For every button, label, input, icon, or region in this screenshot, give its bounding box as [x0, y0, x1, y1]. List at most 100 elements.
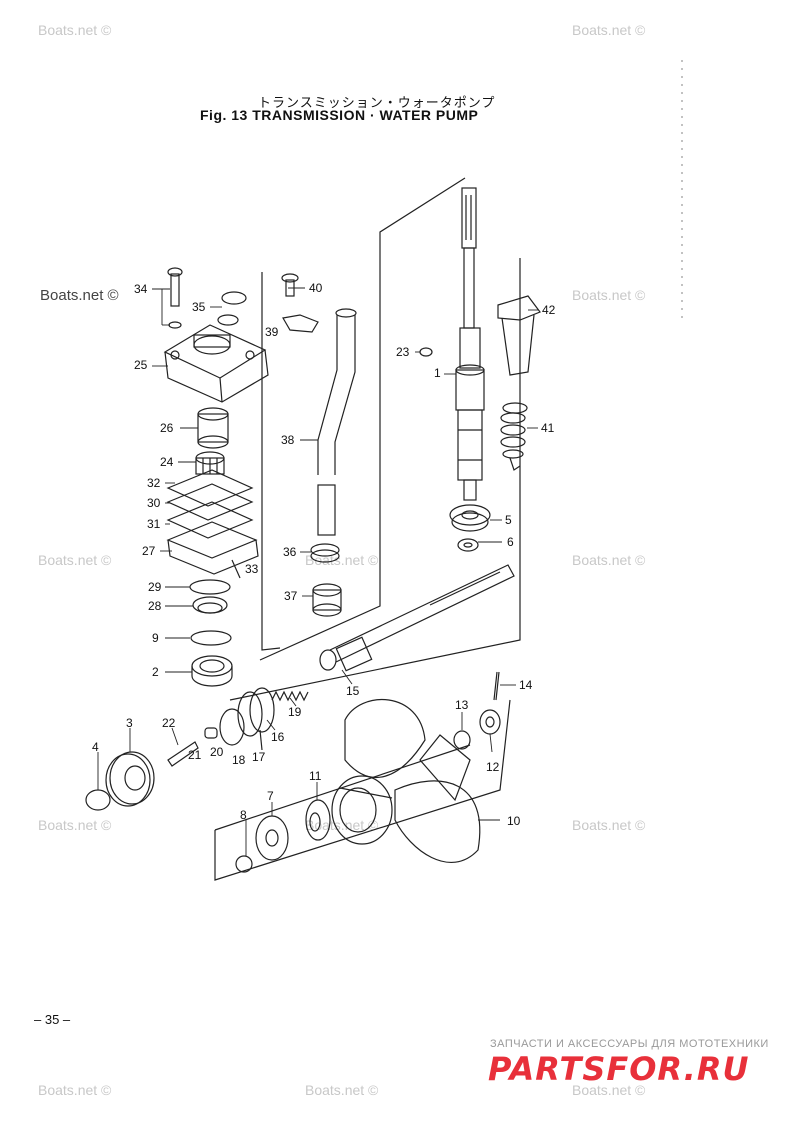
- watermark: Boats.net ©: [305, 1082, 379, 1098]
- callout-29: 29: [148, 580, 162, 594]
- callout-42: 42: [542, 303, 556, 317]
- grommet-lower-part: [312, 583, 342, 617]
- pump-housing-part: [163, 324, 269, 403]
- clutch-part: [237, 687, 275, 737]
- gasket-part: [166, 469, 254, 507]
- callout-33: 33: [245, 562, 259, 576]
- group-frame-propeller: [214, 699, 511, 881]
- callout-32: 32: [147, 476, 161, 490]
- watermark: Boats.net ©: [38, 1082, 112, 1098]
- slider-part: [204, 727, 218, 739]
- spring-small-part: [271, 690, 309, 702]
- callout-26: 26: [160, 421, 174, 435]
- callout-15: 15: [346, 684, 360, 698]
- callout-14: 14: [519, 678, 533, 692]
- callout-5: 5: [505, 513, 512, 527]
- key-part: [419, 347, 433, 357]
- callout-8: 8: [240, 808, 247, 822]
- watermark: Boats.net ©: [572, 22, 646, 38]
- propeller-nut-part: [479, 709, 501, 735]
- callout-6: 6: [507, 535, 514, 549]
- watermark: Boats.net ©: [40, 287, 119, 304]
- callout-38: 38: [281, 433, 295, 447]
- sleeve-part: [497, 295, 541, 376]
- figure-title-japanese: トランスミッション・ウォータポンプ: [258, 96, 496, 111]
- shim-small-part: [235, 855, 253, 873]
- callout-16: 16: [271, 730, 285, 744]
- callout-12: 12: [486, 760, 500, 774]
- group-frame-drive-shaft: [259, 177, 466, 661]
- outer-plate-part: [166, 483, 254, 521]
- callout-3: 3: [126, 716, 133, 730]
- oil-seal-part: [192, 596, 228, 614]
- callout-24: 24: [160, 455, 174, 469]
- callout-37: 37: [284, 589, 298, 603]
- callout-21: 21: [188, 748, 202, 762]
- watermark: Boats.net ©: [572, 287, 646, 303]
- seal-housing-part: [191, 655, 233, 687]
- callout-17: 17: [252, 750, 266, 764]
- callout-19: 19: [288, 705, 302, 719]
- callout-7: 7: [267, 789, 274, 803]
- propeller-shaft-part: [319, 564, 515, 672]
- shift-pin-part: [167, 741, 199, 767]
- callout-18: 18: [232, 753, 246, 767]
- figure-title: Fig. 13 TRANSMISSION · WATER PUMP: [200, 107, 479, 123]
- callout-11: 11: [309, 769, 322, 783]
- callout-13: 13: [455, 698, 469, 712]
- callout-27: 27: [142, 544, 156, 558]
- callout-35: 35: [192, 300, 206, 314]
- nut-part: [457, 538, 479, 552]
- callout-25: 25: [134, 358, 148, 372]
- callout-28: 28: [148, 599, 162, 613]
- group-frame-pipe: [261, 272, 281, 651]
- cross-pin-part: [259, 729, 263, 751]
- thrust-spacer-part: [305, 799, 331, 841]
- grommet-part: [310, 543, 340, 563]
- clutch-ring-part: [219, 708, 245, 746]
- bolt-part: [281, 273, 299, 297]
- watermark: Boats.net ©: [38, 22, 112, 38]
- callout-22: 22: [162, 716, 176, 730]
- gasket-lower-part: [166, 501, 254, 539]
- grommet-top-part: [217, 291, 247, 326]
- forward-gear-part: [105, 751, 155, 807]
- callout-39: 39: [265, 325, 279, 339]
- spring-part: [500, 402, 528, 471]
- watermark: Boats.net ©: [38, 817, 112, 833]
- footer-logo: PARTSFOR.RU: [488, 1050, 750, 1088]
- bolt-long-part: [167, 267, 183, 329]
- callout-23: 23: [396, 345, 410, 359]
- page-number: – 35 –: [34, 1012, 71, 1027]
- callout-4: 4: [92, 740, 99, 754]
- callout-1: 1: [434, 366, 441, 380]
- impeller-part: [195, 451, 225, 475]
- shim-part: [85, 789, 111, 811]
- cotter-pin-part: [493, 671, 500, 701]
- callout-36: 36: [283, 545, 297, 559]
- watermark: Boats.net ©: [572, 817, 646, 833]
- pinion-gear-part: [449, 504, 491, 532]
- watermark: Boats.net ©: [572, 1082, 646, 1098]
- watermark: Boats.net ©: [38, 552, 112, 568]
- propeller-part: [331, 698, 481, 863]
- dowel-pin-part: [231, 559, 241, 579]
- callout-9: 9: [152, 631, 159, 645]
- cartridge-part: [197, 407, 229, 449]
- drive-shaft-part: [455, 187, 485, 501]
- plate-part: [282, 314, 319, 333]
- callout-34: 34: [134, 282, 148, 296]
- watermark: Boats.net ©: [305, 817, 379, 833]
- callout-31: 31: [147, 517, 161, 531]
- callout-41: 41: [541, 421, 555, 435]
- washer-part: [453, 730, 471, 750]
- callout-30: 30: [147, 496, 161, 510]
- watermark: Boats.net ©: [572, 552, 646, 568]
- callout-2: 2: [152, 665, 159, 679]
- o-ring-part: [189, 579, 231, 595]
- callout-20: 20: [210, 745, 224, 759]
- o-ring-lower-part: [190, 630, 232, 646]
- callout-10: 10: [507, 814, 521, 828]
- reverse-gear-part: [255, 815, 289, 861]
